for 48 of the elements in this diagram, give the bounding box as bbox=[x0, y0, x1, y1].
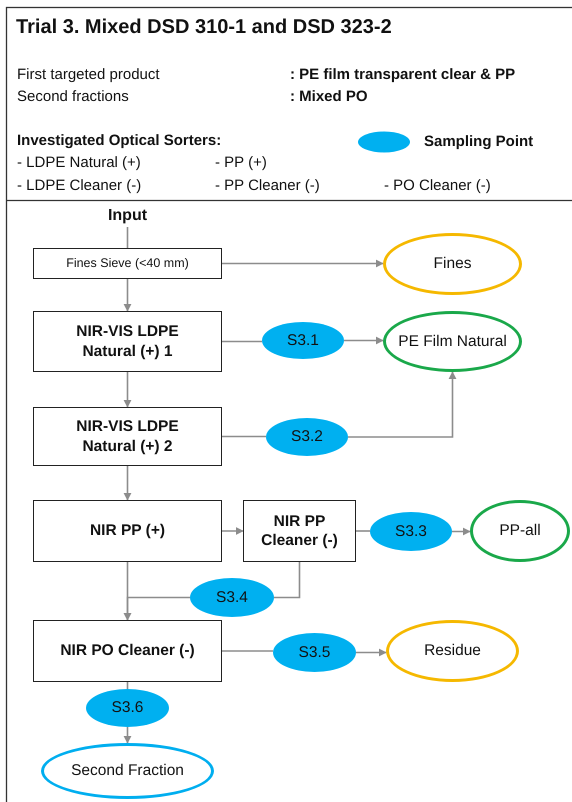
process-box bbox=[33, 620, 222, 682]
node-label: NIR PP (+) bbox=[88, 521, 166, 541]
process-box bbox=[33, 407, 222, 466]
node-label: NIR-VIS LDPE Natural (+) 2 bbox=[75, 417, 180, 456]
node-label: NIR PO Cleaner (-) bbox=[59, 641, 196, 661]
node-label: S3.1 bbox=[286, 330, 320, 350]
node-label: NIR PP Cleaner (-) bbox=[260, 512, 339, 550]
process-box bbox=[33, 248, 222, 279]
info-text: - LDPE Natural (+) bbox=[17, 154, 141, 172]
node-label: NIR-VIS LDPE Natural (+) 1 bbox=[75, 322, 180, 361]
info-text: - PP Cleaner (-) bbox=[215, 177, 320, 195]
connector-arrow bbox=[124, 727, 132, 744]
node-label: PP-all bbox=[498, 521, 542, 541]
connector-arrow bbox=[124, 466, 132, 501]
info-text: Second fractions bbox=[17, 88, 129, 106]
info-text: - LDPE Cleaner (-) bbox=[17, 177, 142, 195]
connector-arrow bbox=[452, 528, 471, 536]
info-text: First targeted product bbox=[17, 66, 160, 84]
connector-arrow bbox=[124, 562, 132, 621]
process-box bbox=[33, 311, 222, 372]
connector-arrow bbox=[344, 336, 384, 344]
info-text: - PP (+) bbox=[215, 154, 267, 172]
connector-arrow bbox=[222, 527, 244, 535]
connector-arrow bbox=[274, 562, 300, 598]
node-label: S3.5 bbox=[298, 642, 332, 662]
info-text: : Mixed PO bbox=[290, 88, 368, 106]
info-text: : PE film transparent clear & PP bbox=[290, 66, 516, 84]
legend-label: Sampling Point bbox=[424, 133, 534, 151]
node-label: Fines bbox=[432, 254, 472, 274]
connector-arrow bbox=[348, 371, 456, 438]
process-box bbox=[33, 500, 222, 562]
connector-arrow bbox=[124, 279, 132, 312]
node-label: S3.2 bbox=[290, 427, 324, 447]
connector-arrow bbox=[222, 260, 384, 268]
process-box bbox=[243, 500, 356, 562]
node-label: S3.6 bbox=[110, 698, 144, 718]
title: Trial 3. Mixed DSD 310-1 and DSD 323-2 bbox=[16, 15, 392, 40]
connector-arrow bbox=[356, 648, 387, 656]
info-text: - PO Cleaner (-) bbox=[384, 177, 491, 195]
connector-arrow bbox=[124, 372, 132, 408]
section-heading: Investigated Optical Sorters: bbox=[17, 132, 222, 150]
node-label: Residue bbox=[423, 641, 482, 661]
node-label: Fines Sieve (<40 mm) bbox=[65, 256, 190, 272]
node-label: PE Film Natural bbox=[397, 332, 508, 352]
node-label: Input bbox=[106, 206, 148, 226]
node-label: Second Fraction bbox=[70, 761, 185, 781]
node-label: S3.4 bbox=[215, 588, 249, 608]
node-label: S3.3 bbox=[394, 522, 428, 542]
